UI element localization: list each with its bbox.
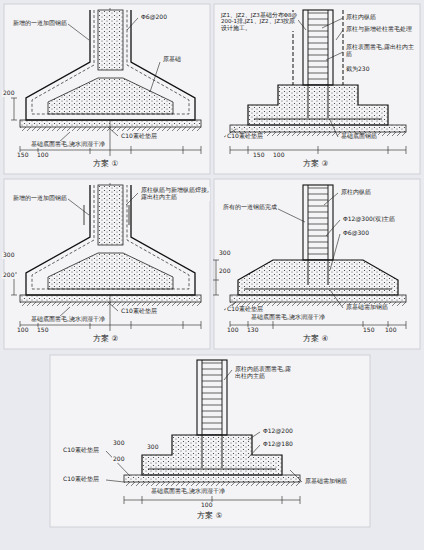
annotation-label: 100 [226,327,239,334]
annotation-label: 100 [16,327,29,334]
annotation-label: 基础底面凿毛,浇水润湿干净 [150,488,226,495]
panel-frames [4,4,420,527]
annotation-label: 原基础需加钢筋 [345,304,389,311]
annotation-label: JZ1、JZ2、JZ3基础分布Φ8@200-1排,JZ1、JZ2、JZ3按原设计… [220,12,298,31]
scheme-caption: 方案 ② [92,335,119,344]
annotation-label: Φ6@200 [140,14,168,21]
annotation-label: 原基础需加钢筋 [304,478,348,485]
annotation-label: 原柱内筋表面凿毛,露出柱内主筋 [234,366,296,380]
annotation-label: 150 [362,327,375,334]
annotation-label: 300 [2,252,15,259]
footing-scheme-2 [11,183,201,331]
annotation-label: 100 [36,152,49,159]
annotation-label: 200 [218,268,231,275]
annotation-label: 150 [16,152,29,159]
annotation-label: 原柱内纵筋 [345,14,377,21]
annotation-label: 原柱纵筋与新增纵筋焊接,露出柱内主筋 [140,187,210,201]
weld-bars [84,205,129,225]
annotation-label: 基础底面凿毛,浇水润湿干净 [30,141,106,148]
annotation-label: 150 [252,152,265,159]
annotation-label: 200 [2,272,15,279]
annotation-label: 新增的一道加固钢筋 [12,195,68,202]
annotation-label: 截为230 [345,66,370,73]
annotation-label: 基础底面凿毛,浇水润湿干净 [250,314,326,321]
annotation-label: Φ12@200 [262,428,294,435]
annotation-label: C10素砼垫层 [120,133,158,140]
annotation-label: Φ12@300(双)主筋 [342,216,397,223]
footing-scheme-4 [213,185,406,329]
annotation-label: 原柱表面凿毛,露出柱内主筋 [345,44,417,58]
annotation-label: C10素砼垫层 [226,306,264,313]
annotation-label: 100 [384,327,397,334]
annotation-label: C10素砼垫层 [226,133,264,140]
scheme-caption: 方案 ③ [302,160,329,169]
annotation-label: 300 [218,250,231,257]
annotation-label: 100 [272,152,285,159]
annotation-label: 150 [36,327,49,334]
annotation-label: 130 [246,327,259,334]
annotation-label: Φ12@180 [262,441,294,448]
annotation-label: 原基础 [162,56,182,63]
leader-lines [58,18,343,482]
annotation-label: C10素砼垫层 [62,476,100,483]
annotation-label: 基础底面凿毛,浇水润湿干净 [30,316,106,323]
footing-scheme-5 [124,360,300,504]
scheme-caption: 方案 ① [92,160,119,169]
annotation-label: 300 [112,440,125,447]
scheme-caption: 方案 ⑤ [196,512,223,521]
footing-scheme-1 [11,8,201,156]
annotation-label: C10素砼垫层 [62,447,100,454]
annotation-label: 100 [200,502,213,509]
annotation-label: 所有的一道钢筋完成 [222,204,278,211]
annotation-label: 原柱与新增砼柱凿毛处理 [345,26,417,33]
annotation-label: 原柱内纵筋 [340,189,372,196]
scheme-caption: 方案 ④ [302,335,329,344]
annotation-label: 300 [146,444,159,451]
annotation-label: C10素砼垫层 [120,308,158,315]
annotation-label: Φ6@300 [342,230,370,237]
annotation-label: 200 [2,90,15,97]
annotation-label: 新增的一道加固钢筋 [12,20,68,27]
annotation-label: 200 [112,456,125,463]
jacket-lines [293,10,343,85]
annotation-label: 基础底面钢筋 [340,133,378,140]
